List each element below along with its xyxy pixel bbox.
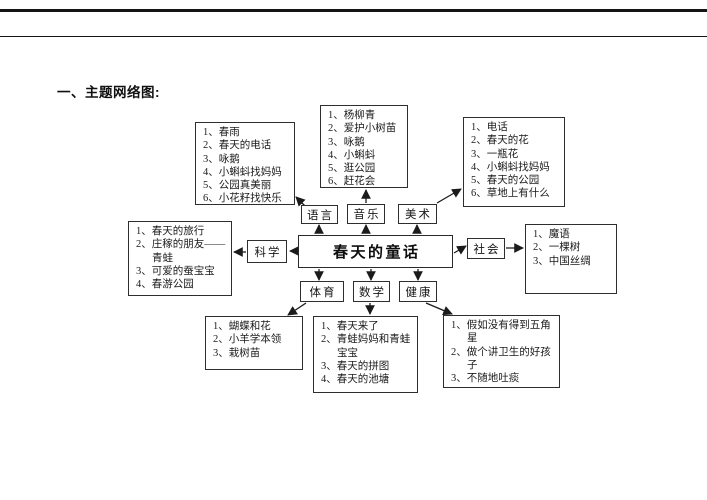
content-box-art: 1、电话 2、春天的花 3、一瓶花 4、小蝌蚪找妈妈 5、春天的公园 6、草地上…: [463, 117, 565, 207]
list-item: 4、小蝌蚪: [328, 149, 376, 161]
content-box-language: 1、春雨 2、春天的电话 3、咏鹅 4、小蝌蚪找妈妈 5、公园真美丽 6、小花籽…: [195, 122, 295, 205]
list-item: 6、草地上有什么: [471, 188, 550, 200]
section-heading: 一、主题网络图:: [57, 85, 160, 100]
list-item: 3、中国丝绸: [533, 255, 591, 267]
list-item: 1、杨柳青: [328, 110, 376, 121]
connector-center-society-tag: [453, 245, 467, 255]
list-item: 1、假如没有得到五角星: [451, 320, 551, 345]
list-item: 2、青蛙妈妈和青蛙宝宝: [321, 334, 411, 359]
subject-tag-health: 健康: [399, 281, 437, 302]
list-item: 6、赶花会: [328, 176, 376, 188]
list-item: 2、春天的花: [471, 135, 529, 147]
subject-tag-math: 数学: [353, 281, 390, 302]
list-item: 5、春天的公园: [471, 175, 540, 187]
list-item: 5、公园真美丽: [203, 180, 272, 192]
content-box-pe: 1、蝴蝶和花 2、小羊学本领 3、栽树苗: [205, 316, 303, 370]
list-item: 5、逛公园: [328, 163, 376, 175]
list-item: 6、小花籽找快乐: [203, 193, 282, 205]
subject-tag-language: 语言: [301, 205, 338, 224]
list-item: 2、做个讲卫生的好孩子: [451, 346, 551, 371]
list-item: 1、蝴蝶和花: [213, 321, 271, 332]
list-item: 1、春雨: [203, 127, 240, 138]
list-item: 1、魔语: [533, 229, 570, 240]
list-item: 1、春天来了: [321, 321, 379, 332]
list-item: 2、庄稼的朋友——青蛙: [136, 239, 226, 264]
list-item: 2、春天的电话: [203, 140, 272, 152]
subject-tag-art: 美术: [398, 204, 437, 224]
content-box-health: 1、假如没有得到五角星 2、做个讲卫生的好孩子 3、不随地吐痰: [443, 315, 560, 388]
connector-health-tag-box: [425, 302, 453, 316]
list-item: 4、小蝌蚪找妈妈: [203, 166, 282, 178]
list-item: 3、不随地吐痰: [451, 373, 520, 385]
list-item: 2、小羊学本领: [213, 334, 282, 346]
subject-tag-society: 社会: [467, 238, 505, 259]
list-item: 3、咏鹅: [328, 136, 365, 148]
list-item: 1、电话: [471, 122, 508, 133]
list-item: 3、一瓶花: [471, 148, 519, 160]
list-item: 3、可爱的蚕宝宝: [136, 265, 215, 277]
top-horizontal-rule-2: [0, 36, 707, 38]
list-item: 3、栽树苗: [213, 347, 261, 359]
list-item: 4、小蝌蚪找妈妈: [471, 161, 550, 173]
list-item: 3、春天的拼图: [321, 360, 390, 372]
subject-tag-music: 音乐: [347, 204, 385, 224]
list-item: 3、咏鹅: [203, 153, 240, 165]
subject-tag-pe: 体育: [300, 281, 344, 302]
content-box-music: 1、杨柳青 2、爱护小树苗 3、咏鹅 4、小蝌蚪 5、逛公园 6、赶花会: [320, 105, 408, 188]
list-item: 4、春游公园: [136, 279, 194, 291]
center-theme-box: 春天的童话: [298, 235, 453, 268]
list-item: 4、春天的池塘: [321, 374, 390, 386]
connector-pe-tag-box: [287, 302, 307, 316]
top-horizontal-rule-1: [0, 9, 707, 12]
content-box-math: 1、春天来了 2、青蛙妈妈和青蛙宝宝 3、春天的拼图 4、春天的池塘: [313, 316, 418, 393]
subject-tag-science: 科学: [247, 240, 287, 263]
list-item: 1、春天的旅行: [136, 226, 205, 237]
list-item: 2、爱护小树苗: [328, 123, 397, 135]
list-item: 2、一棵树: [533, 242, 581, 254]
content-box-science: 1、春天的旅行 2、庄稼的朋友——青蛙 3、可爱的蚕宝宝 4、春游公园: [128, 221, 232, 296]
content-box-society: 1、魔语 2、一棵树 3、中国丝绸: [525, 224, 617, 294]
connector-art-tag-box: [436, 188, 462, 204]
